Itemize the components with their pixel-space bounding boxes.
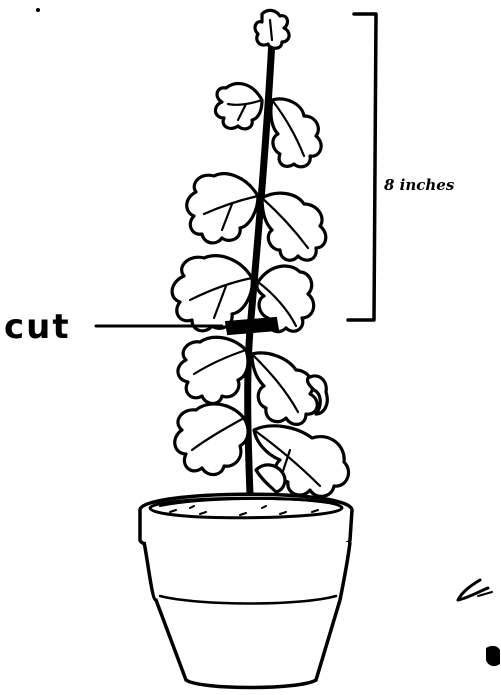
leaf-low-left-2	[175, 404, 248, 475]
leaf-mid-left-1	[187, 174, 258, 243]
leaf-low-right-1	[252, 353, 317, 424]
leaf-upper-right	[271, 99, 321, 167]
cut-label: cut	[4, 307, 71, 347]
leaf-low-left-1	[178, 337, 248, 403]
measurement-label: 8 inches	[384, 176, 455, 194]
top-bud	[255, 10, 289, 48]
leaf-mid-right-1	[262, 193, 326, 260]
leaf-base-droop	[256, 465, 285, 492]
corner-sketch-fragment	[458, 580, 500, 666]
measurement-bracket	[348, 14, 376, 320]
flower-pot	[140, 494, 352, 687]
leaf-mid-left-2	[172, 256, 252, 331]
ink-speck	[36, 8, 40, 12]
leaf-upper-left	[215, 84, 262, 129]
